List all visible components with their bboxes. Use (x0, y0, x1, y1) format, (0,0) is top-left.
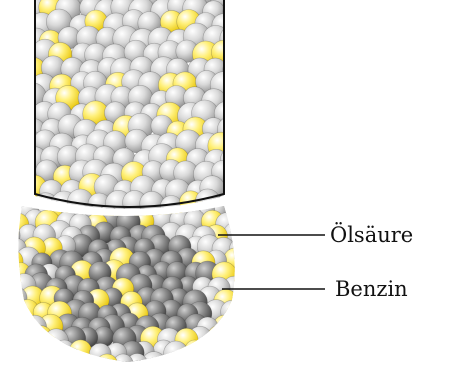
benzene-sphere (222, 0, 244, 20)
benzene-sphere (9, 315, 33, 339)
oleic-acid-sphere (208, 325, 231, 348)
benzene-sphere (0, 274, 19, 297)
tube-spheres (11, 0, 247, 235)
benzene-sphere (8, 339, 32, 363)
oleic-acid-sphere (212, 342, 235, 365)
benzene-sphere (54, 340, 75, 361)
benzene-sphere (158, 356, 179, 369)
oleic-acid-sphere (175, 353, 199, 369)
oleic-acid-sphere (200, 342, 224, 366)
benzene-sphere (231, 213, 253, 235)
oleic-acid-sphere (0, 303, 21, 325)
oleic-acid-sphere (78, 357, 99, 369)
benzene-sphere (34, 352, 55, 369)
oleic-acid-sphere (185, 340, 205, 360)
benzene-sphere (46, 351, 70, 369)
benzene-sphere (220, 329, 243, 352)
benzene-sphere (230, 182, 253, 205)
benzene-sphere (233, 262, 256, 285)
benzene-sphere (63, 352, 86, 369)
benzene-sphere (234, 290, 255, 311)
benzene-sphere (164, 341, 189, 366)
benzene-sphere (11, 41, 35, 65)
oleic-acid-sphere (24, 340, 45, 361)
benzene-sphere (230, 312, 255, 337)
benzene-sphere (7, 187, 29, 209)
benzene-label: Benzin (335, 277, 408, 301)
benzene-sphere (36, 339, 59, 362)
benzene-sphere (223, 88, 247, 112)
benzene-sphere (11, 351, 36, 369)
oleic-acid-sphere (223, 354, 247, 369)
oleic-acid-sphere (69, 340, 91, 362)
oleic-acid-sphere (0, 329, 20, 351)
benzene-sphere (225, 195, 248, 218)
benzene-sphere (224, 178, 247, 201)
benzene-sphere (5, 287, 27, 309)
benzene-sphere (15, 0, 38, 6)
benzene-sphere (0, 224, 20, 247)
droplet-spheres (0, 181, 256, 369)
benzene-sphere (221, 300, 244, 323)
benzene-sphere (223, 58, 248, 83)
oleic-acid-sphere (213, 315, 238, 340)
benzene-sphere (190, 352, 211, 369)
benzene-sphere (208, 354, 231, 369)
benzene-sphere (0, 200, 19, 222)
benzene-sphere (0, 352, 23, 369)
benzene-sphere (230, 340, 251, 361)
oleic-acid-label: Ölsäure (330, 222, 413, 247)
benzene-sphere (13, 329, 37, 353)
oleic-acid-sphere (28, 326, 53, 351)
